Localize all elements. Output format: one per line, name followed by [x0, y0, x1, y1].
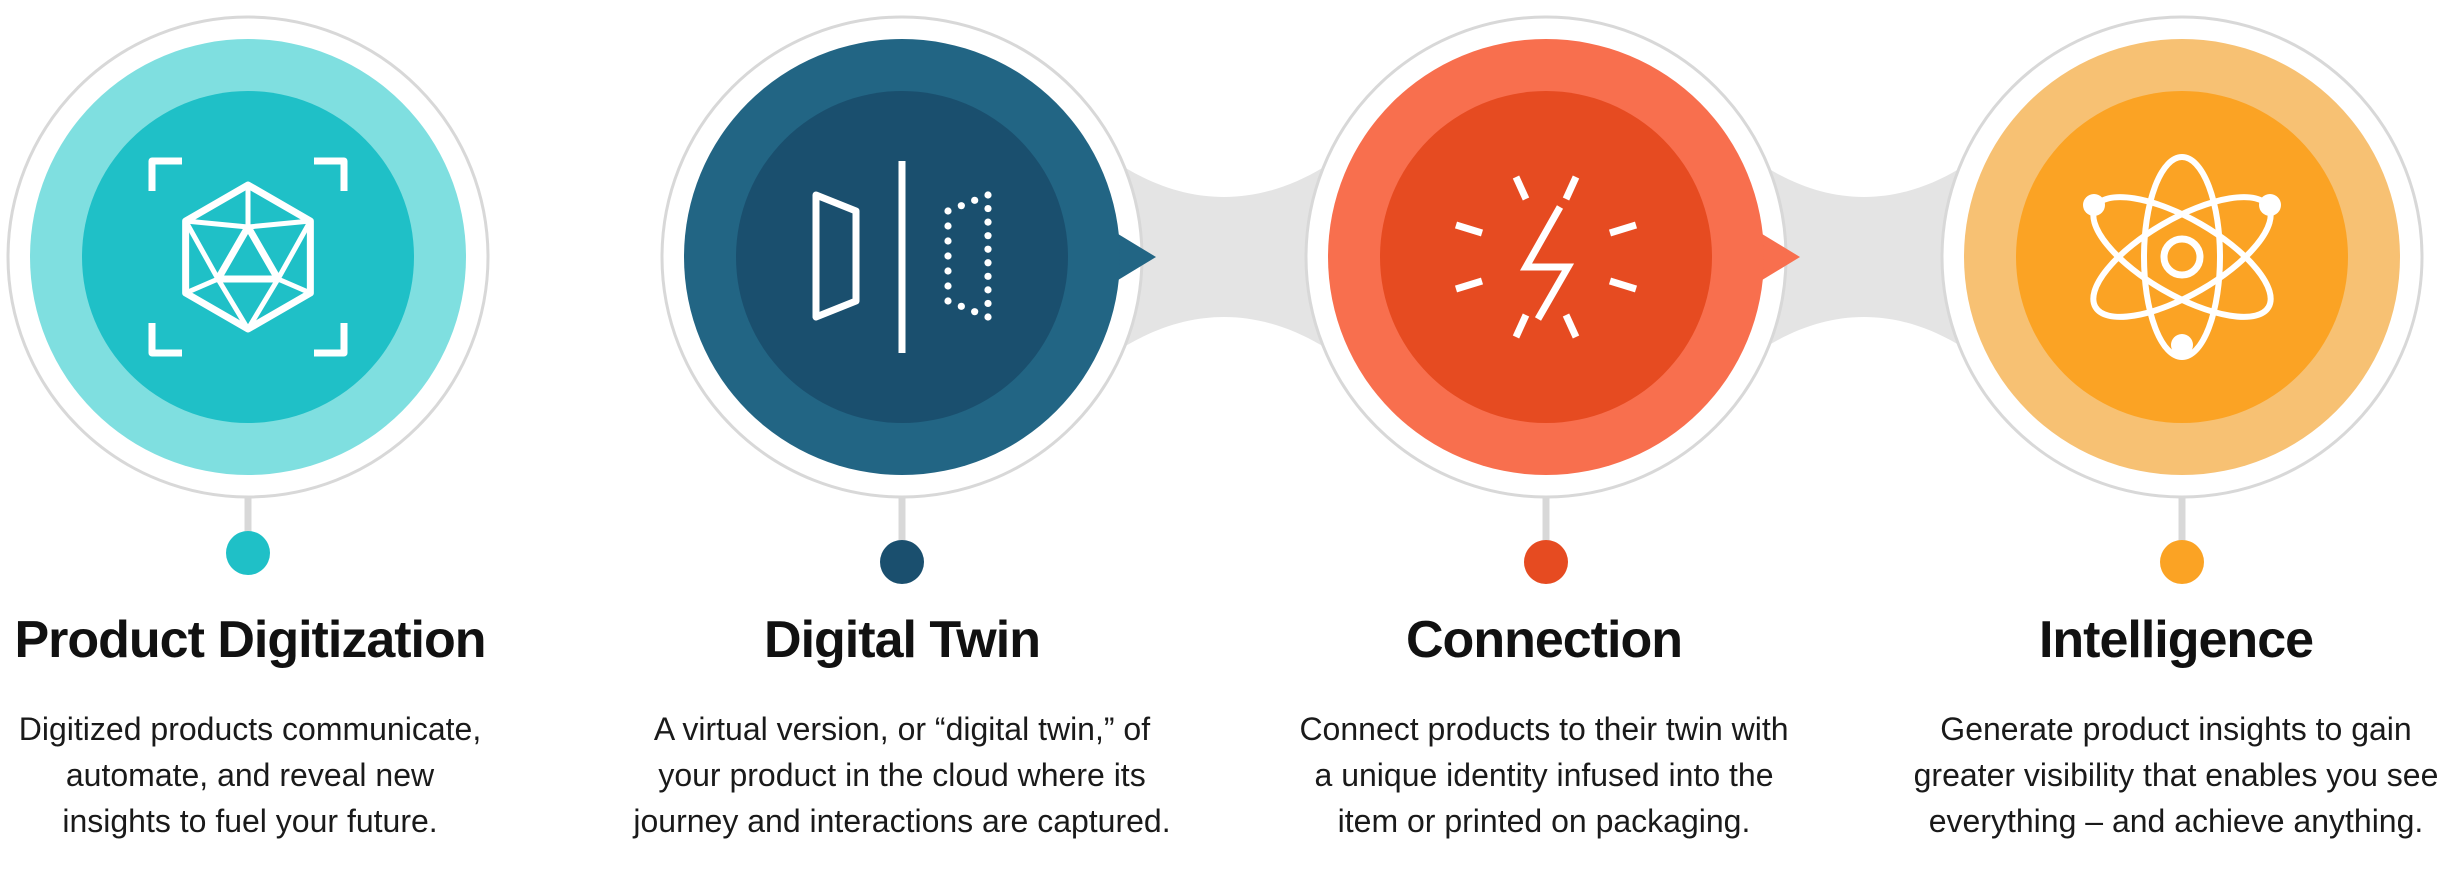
description-line: journey and interactions are captured.: [633, 803, 1171, 839]
connector-band: [1052, 107, 1396, 407]
step-dot-connection: [1524, 540, 1568, 584]
description-line: a unique identity infused into the: [1314, 757, 1774, 793]
inner-disc: [1380, 91, 1712, 423]
step-circle-connection: [1304, 15, 1800, 499]
description-line: item or printed on packaging.: [1337, 803, 1751, 839]
atom-icon: [2083, 154, 2281, 360]
step-dot-digital-twin: [880, 540, 924, 584]
step-description-connection: Connect products to their twin with a un…: [1234, 706, 1854, 844]
connector-band: [1696, 107, 2032, 407]
mirror-twin-icon: [812, 161, 992, 353]
description-line: A virtual version, or “digital twin,” of: [653, 711, 1151, 747]
connectors: [1052, 107, 2032, 407]
step-circles: [6, 15, 2424, 499]
inner-disc: [2016, 91, 2348, 423]
step-title-connection: Connection: [1406, 611, 1683, 669]
description-line: everything – and achieve anything.: [1928, 803, 2424, 839]
step-circle-digital-twin: [660, 15, 1156, 499]
description-line: insights to fuel your future.: [62, 803, 438, 839]
step-description-digitization: Digitized products communicate, automate…: [0, 706, 560, 844]
step-description-digital-twin: A virtual version, or “digital twin,” of…: [592, 706, 1212, 844]
description-line: greater visibility that enables you see: [1913, 757, 2439, 793]
icosahedron-scan-icon: [148, 157, 348, 357]
step-description-intelligence: Generate product insights to gain greate…: [1866, 706, 2462, 844]
inner-disc: [82, 91, 414, 423]
description-line: Digitized products communicate,: [18, 711, 482, 747]
step-title-digital-twin: Digital Twin: [764, 611, 1041, 669]
description-line: automate, and reveal new: [65, 757, 435, 793]
lightning-spark-icon: [1454, 175, 1638, 339]
description-line: your product in the cloud where its: [658, 757, 1146, 793]
step-title-intelligence: Intelligence: [2038, 611, 2314, 669]
description-line: Generate product insights to gain: [1940, 711, 2412, 747]
description-line: Connect products to their twin with: [1299, 711, 1789, 747]
step-circle-intelligence: [1940, 15, 2424, 499]
step-dot-digitization: [226, 531, 270, 575]
step-dot-intelligence: [2160, 540, 2204, 584]
step-title-digitization: Product Digitization: [14, 611, 486, 669]
stems: [226, 497, 2204, 584]
step-circle-digitization: [6, 15, 490, 499]
